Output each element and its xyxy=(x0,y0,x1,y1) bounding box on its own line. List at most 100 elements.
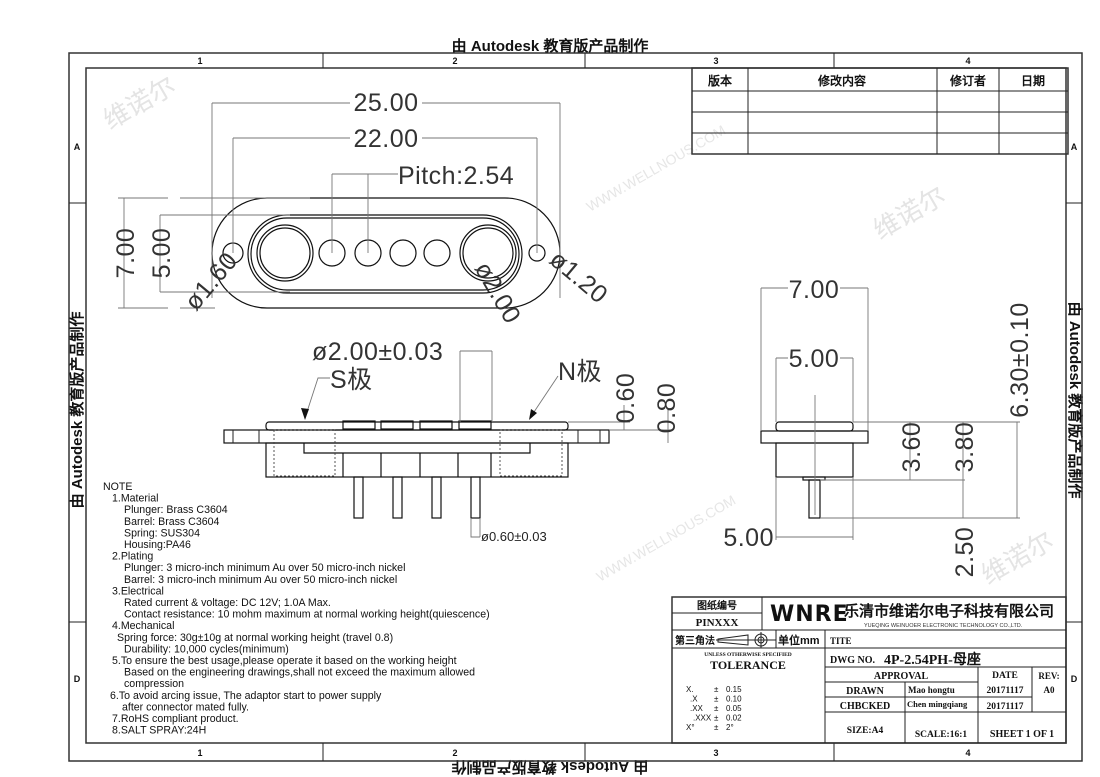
tolerance-value: 0.02 xyxy=(726,714,742,723)
n-pole-label: N极 xyxy=(558,358,602,386)
revision-table: 版本 修改内容 修订者 日期 xyxy=(691,67,1069,155)
drawn-by: Mao hongtu xyxy=(908,685,955,695)
unit-label: 单位mm xyxy=(778,633,820,647)
dim-overall-height: 7.00 xyxy=(112,228,140,279)
housing-body xyxy=(775,442,854,478)
tolerance-sign: ± xyxy=(714,695,719,704)
checked-label: CHBCKED xyxy=(840,701,891,712)
tolerance-key: X° xyxy=(686,723,695,732)
note-line: Rated current & voltage: DC 12V; 1.0A Ma… xyxy=(124,597,331,609)
row-label: D xyxy=(1071,674,1078,684)
drawn-label: DRAWN xyxy=(846,686,885,697)
side-view: 7.00 5.00 5.00 3.60 3.80 2.50 6.30±0.10 xyxy=(723,276,1034,577)
sheet-value: SHEET 1 OF 1 xyxy=(990,729,1054,740)
dim-total-height: 6.30±0.10 xyxy=(1006,302,1034,418)
title-block: 图纸编号 PINXXX WNRE 乐清市维诺尔电子科技有限公司 YUEQING … xyxy=(671,596,1067,744)
note-line: Barrel: 3 micro-inch minimum Au over 50 … xyxy=(124,574,397,586)
notes-heading: NOTE xyxy=(103,481,132,493)
column-label: 1 xyxy=(197,748,202,758)
checked-by: Chen mingqiang xyxy=(907,699,968,709)
dim-mount-hole-left: ø1.60 xyxy=(179,247,243,316)
flange xyxy=(760,430,869,444)
column-label: 2 xyxy=(452,748,457,758)
checked-date: 20171117 xyxy=(987,702,1024,712)
row-label: A xyxy=(74,142,81,152)
column-label: 4 xyxy=(965,748,970,758)
dim-flange-height: 0.80 xyxy=(653,383,681,434)
scale-value: SCALE:16:1 xyxy=(915,730,968,740)
big-pin-s xyxy=(256,224,314,282)
drawn-date: 20171117 xyxy=(987,686,1024,696)
tolerance-key: X. xyxy=(686,685,694,694)
watermarks: 维诺尔 WWW.WELLNOUS.COM 维诺尔 WWW.WELLNOUS.CO… xyxy=(98,70,1059,590)
watermark-cn: 维诺尔 xyxy=(98,70,181,135)
company-name-cn: 乐清市维诺尔电子科技有限公司 xyxy=(844,602,1054,620)
drawing-frame: 1 2 3 4 1 2 3 4 A D A D xyxy=(68,52,1083,762)
tolerance-value: 0.05 xyxy=(726,704,742,713)
title-label: TITE xyxy=(830,636,852,646)
pin-tail xyxy=(392,476,403,519)
dwg-no: 4P-2.54PH-母座 xyxy=(884,651,981,668)
note-line: Housing:PA46 xyxy=(124,539,191,551)
tolerance-sign: ± xyxy=(714,685,719,694)
top-view: 25.00 22.00 Pitch:2.54 7.00 5.00 ø1.60 ø… xyxy=(112,89,613,329)
company-name-en: YUEQING WEINUOER ELECTRONIC TECHNOLOGY C… xyxy=(864,623,1023,629)
dim-hole-spacing: 22.00 xyxy=(353,125,418,153)
note-line: Based on the engineering drawings,shall … xyxy=(124,667,475,679)
rev-value: A0 xyxy=(1044,685,1055,695)
dim-overall-length: 25.00 xyxy=(353,89,418,117)
dim-body-width: 5.00 xyxy=(723,524,774,552)
tolerance-sign: ± xyxy=(714,704,719,713)
note-line: 6.To avoid arcing issue, The adaptor sta… xyxy=(110,690,382,702)
note-line: Plunger: 3 micro-inch minimum Au over 50… xyxy=(124,562,405,574)
note-line: after connector mated fully. xyxy=(122,701,249,713)
big-pin-n xyxy=(459,224,517,282)
tolerance-value: 0.10 xyxy=(726,695,742,704)
dim-big-pin-diameter: ø2.00±0.03 xyxy=(312,338,443,366)
drawing-number: PINXXX xyxy=(696,617,739,629)
rev-label: REV: xyxy=(1038,671,1059,681)
dwg-no-label: DWG NO. xyxy=(830,655,876,666)
autodesk-stamp-right: 由 Autodesk 教育版产品制作 xyxy=(1066,302,1084,499)
dim-cap-height: 0.60 xyxy=(612,373,640,424)
drawing-number-label: 图纸编号 xyxy=(697,599,737,612)
tolerance-sign: ± xyxy=(714,723,719,732)
revision-header: 修订者 xyxy=(949,73,986,88)
date-label: DATE xyxy=(992,671,1018,681)
housing-body xyxy=(265,442,569,478)
tolerance-key: .X xyxy=(690,695,698,704)
note-line: compression xyxy=(124,678,184,690)
column-label: 1 xyxy=(197,56,202,66)
autodesk-stamp-top: 由 Autodesk 教育版产品制作 xyxy=(452,37,649,55)
note-line: Plunger: Brass C3604 xyxy=(124,504,228,516)
dim-pitch: Pitch:2.54 xyxy=(398,162,514,190)
watermark-cn: 维诺尔 xyxy=(976,525,1059,590)
note-line: 5.To ensure the best usage,please operat… xyxy=(112,655,457,667)
s-pole-label: S极 xyxy=(330,366,373,394)
dim-tail-length: 2.50 xyxy=(951,527,979,578)
tolerance-value: 0.15 xyxy=(726,685,742,694)
dim-flange-width: 7.00 xyxy=(789,276,840,304)
note-line: 3.Electrical xyxy=(112,585,164,597)
revision-header: 日期 xyxy=(1021,73,1045,88)
note-line: 4.Mechanical xyxy=(112,620,174,632)
dim-cap-width: 5.00 xyxy=(789,345,840,373)
revision-header: 版本 xyxy=(708,73,732,88)
note-line: 8.SALT SPRAY:24H xyxy=(112,725,206,737)
column-label: 2 xyxy=(452,56,457,66)
pin-tail xyxy=(470,476,481,519)
tolerance-caption: UNLESS OTHERWISE SPECIFIED xyxy=(704,652,792,658)
size-value: SIZE:A4 xyxy=(847,726,884,736)
row-label: A xyxy=(1071,142,1078,152)
revision-header: 修改内容 xyxy=(817,73,866,88)
note-line: 7.RoHS compliant product. xyxy=(112,713,239,725)
pin xyxy=(423,239,451,267)
dim-body-height: 3.60 xyxy=(898,422,926,473)
projection-label: 第三角法 xyxy=(675,634,715,647)
tolerance-key: .XXX xyxy=(693,714,712,723)
pin xyxy=(389,239,417,267)
column-label: 3 xyxy=(713,56,718,66)
watermark-url: WWW.WELLNOUS.COM xyxy=(584,122,729,215)
